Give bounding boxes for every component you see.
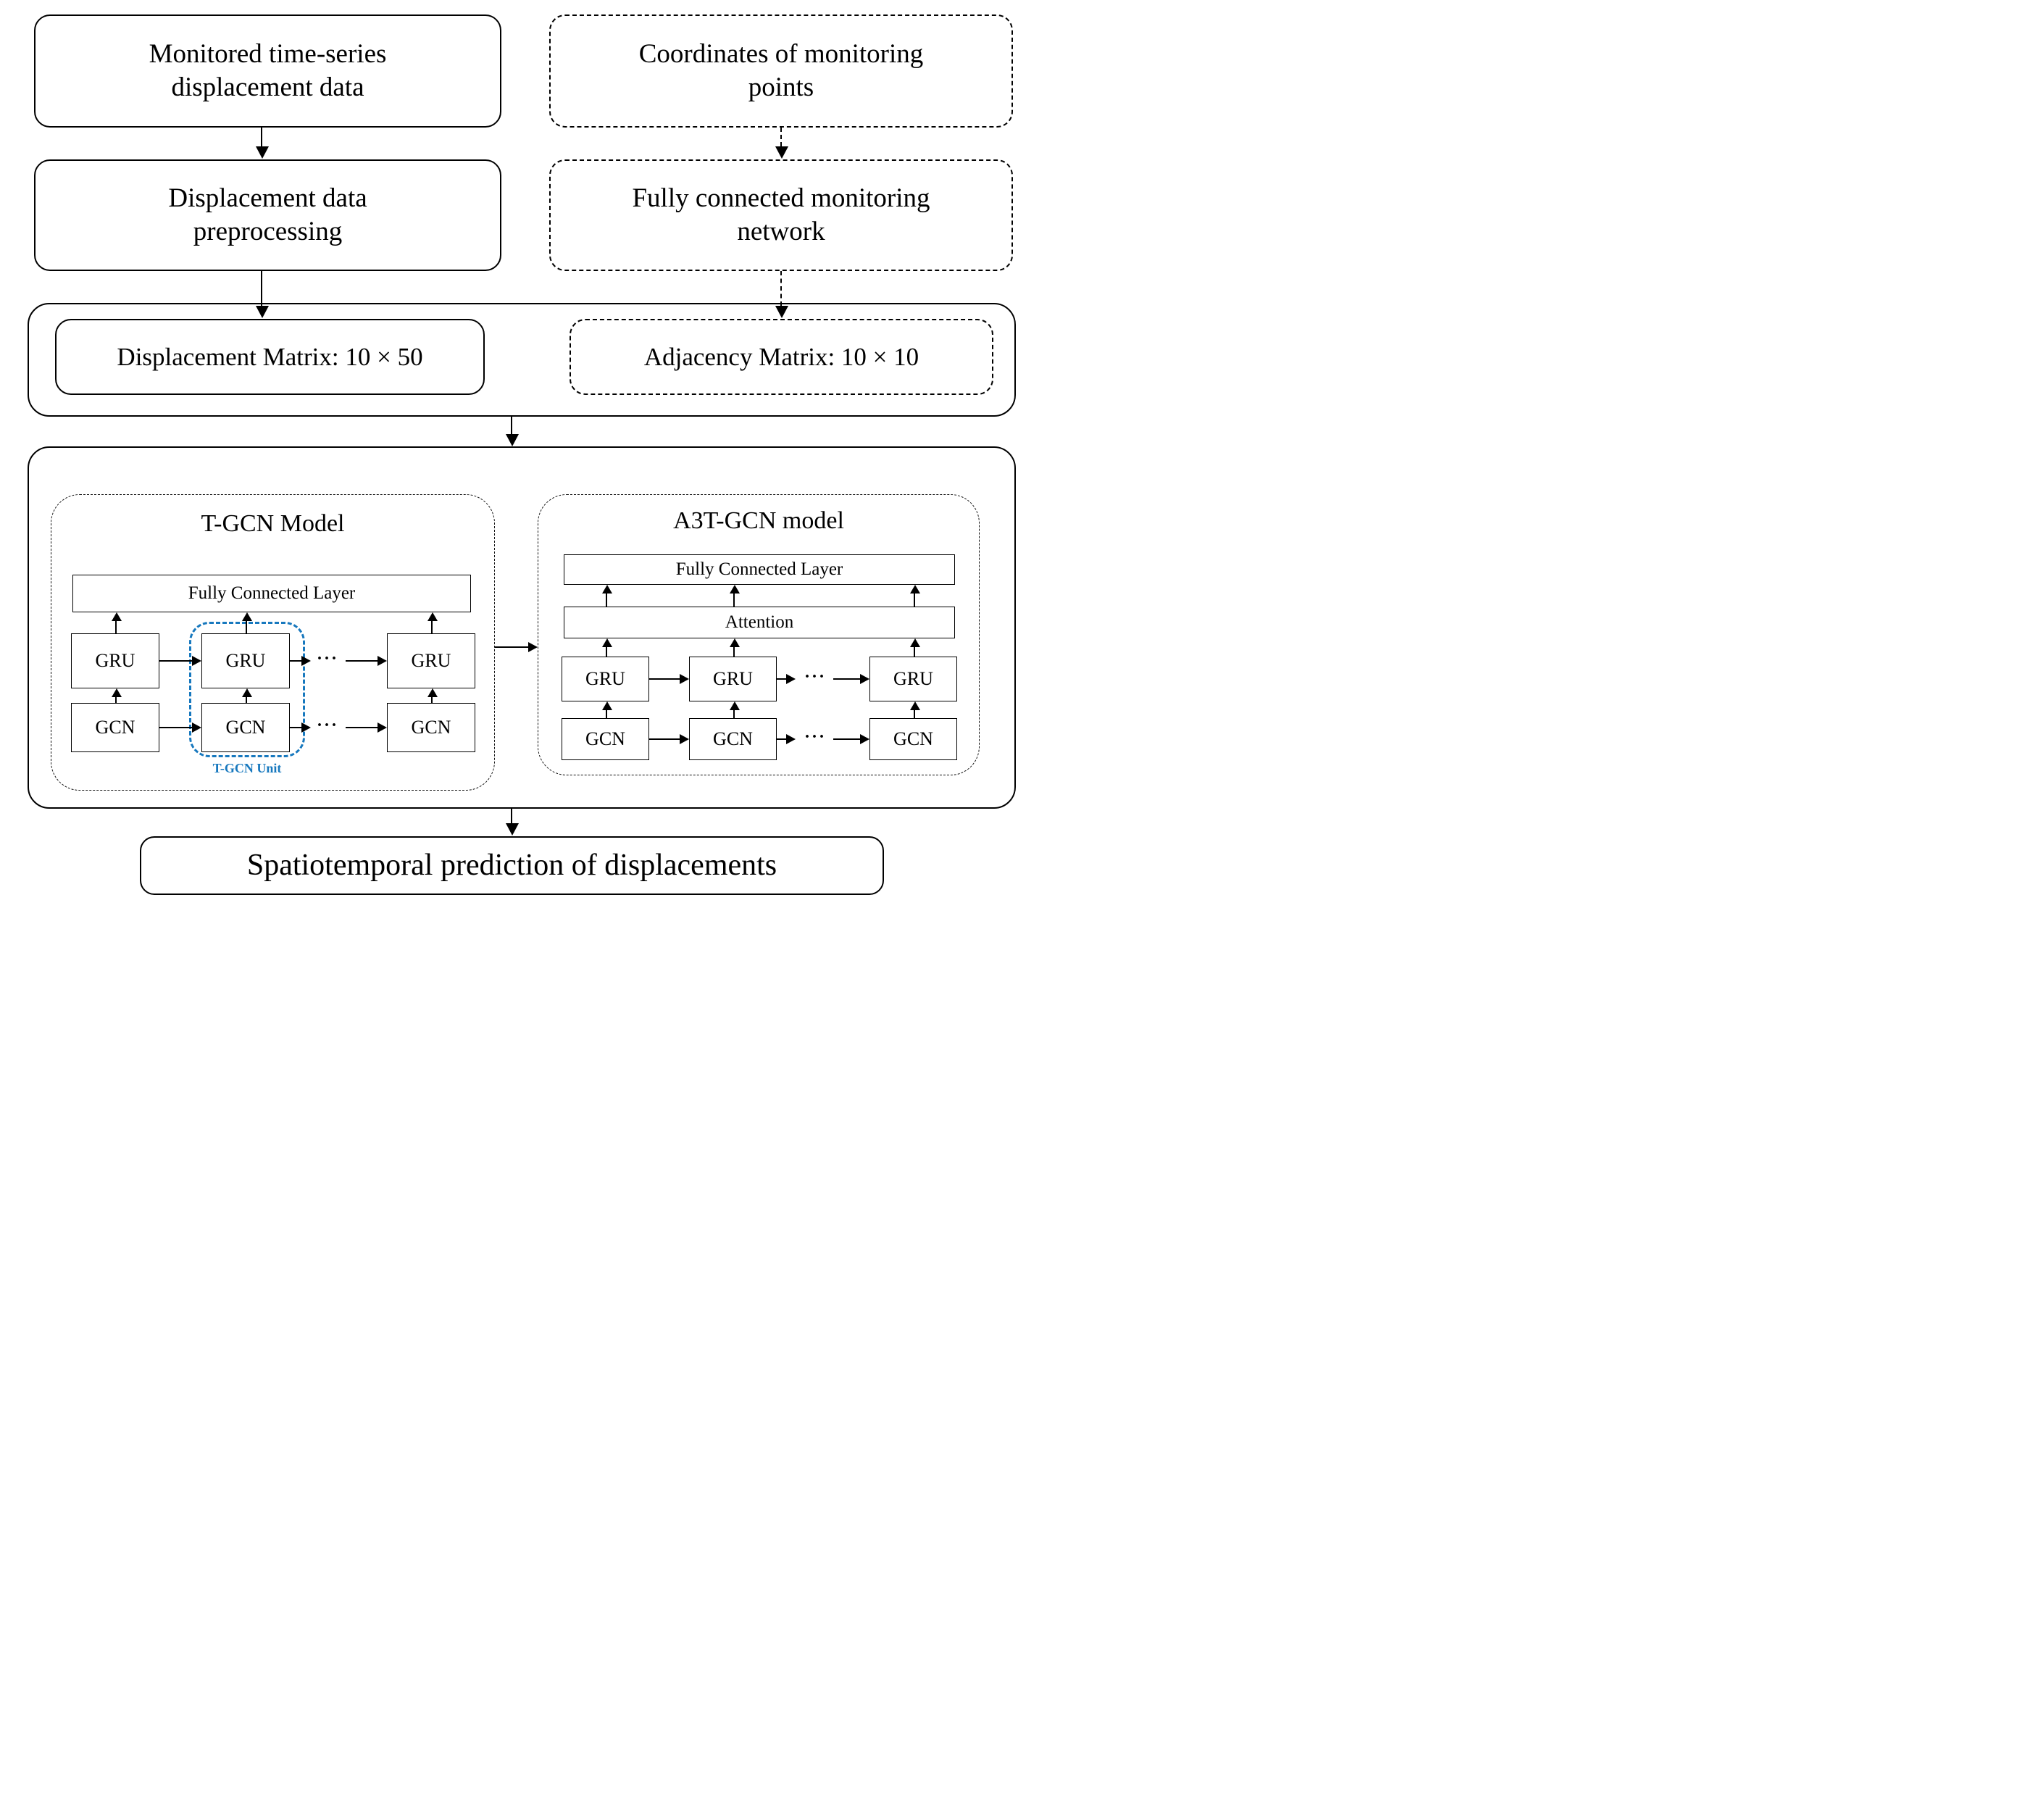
arrow-tgcn-gcn3-to-gru3	[427, 688, 438, 703]
arrow-tgcn-gru1-to-fc	[112, 612, 122, 633]
adjacency-matrix-label: Adjacency Matrix: 10 × 10	[643, 342, 919, 371]
arrow-tgcn-gcn1-to-gru1	[112, 688, 122, 703]
a3tgcn-model-title: A3T-GCN model	[673, 507, 844, 534]
gru-label: GRU	[411, 650, 451, 671]
output-label: Spatiotemporal prediction of displacemen…	[246, 849, 777, 883]
arrow-tgcn-gru3-to-fc	[427, 612, 438, 633]
tgcn-gru-1: GRU	[71, 633, 159, 688]
arrow-tgcn-to-a3tgcn	[495, 642, 538, 653]
a3tgcn-fc-label: Fully Connected Layer	[675, 559, 843, 579]
a3tgcn-gru-2: GRU	[689, 657, 777, 701]
monitoring-network-box: Fully connected monitoring network	[549, 159, 1013, 271]
arrow-preprocessing-to-displacement-matrix	[256, 271, 269, 318]
arrow-tgcn-gru2-to-fc	[242, 612, 252, 633]
a3tgcn-attention-layer: Attention	[564, 607, 955, 638]
arrow-a3t-dots-to-gcn3	[833, 734, 869, 745]
tgcn-gcn-ellipsis: ···	[316, 716, 338, 735]
gcn-label: GCN	[585, 728, 625, 749]
a3tgcn-attention-label: Attention	[725, 612, 794, 632]
gru-label: GRU	[95, 650, 135, 671]
arrow-network-to-adjacency-matrix	[775, 271, 788, 318]
arrow-tgcn-gru1-to-gru2	[159, 656, 201, 667]
gcn-label: GCN	[225, 717, 266, 738]
monitored-data-box: Monitored time-series displacement data	[34, 14, 501, 128]
coordinates-box: Coordinates of monitoring points	[549, 14, 1013, 128]
arrow-a3t-gcn1-to-gru1	[602, 701, 612, 718]
arrow-a3t-gru3-to-attention	[910, 638, 920, 657]
tgcn-fully-connected-layer: Fully Connected Layer	[72, 575, 471, 612]
gcn-label: GCN	[713, 728, 753, 749]
arrow-a3t-gru1-to-gru2	[649, 674, 689, 685]
tgcn-model-container	[51, 494, 495, 791]
a3tgcn-fully-connected-layer: Fully Connected Layer	[564, 554, 955, 585]
arrow-a3t-attention-to-fc-3	[910, 585, 920, 607]
gcn-label: GCN	[411, 717, 451, 738]
a3tgcn-gcn-3: GCN	[869, 718, 957, 760]
gru-label: GRU	[713, 668, 753, 689]
coordinates-label: Coordinates of monitoring points	[638, 38, 924, 102]
arrow-coordinates-to-network	[775, 128, 788, 159]
arrow-matrices-to-models	[506, 417, 519, 446]
tgcn-gcn-2: GCN	[201, 703, 290, 752]
a3tgcn-gcn-2: GCN	[689, 718, 777, 760]
arrow-a3t-gcn1-to-gcn2	[649, 734, 689, 745]
monitored-data-label: Monitored time-series displacement data	[149, 38, 387, 102]
arrow-tgcn-gcn2-to-dots	[290, 722, 311, 733]
gru-label: GRU	[225, 650, 266, 671]
tgcn-model-title: T-GCN Model	[201, 510, 345, 537]
adjacency-matrix-box: Adjacency Matrix: 10 × 10	[570, 319, 993, 395]
arrow-tgcn-gcn2-to-gru2	[242, 688, 252, 703]
gru-label: GRU	[585, 668, 625, 689]
a3tgcn-gcn-ellipsis: ···	[804, 728, 826, 746]
arrow-a3t-gru1-to-attention	[602, 638, 612, 657]
preprocessing-label: Displacement data preprocessing	[168, 183, 367, 246]
a3tgcn-gcn-1: GCN	[562, 718, 649, 760]
arrow-models-to-output	[506, 809, 519, 836]
arrow-tgcn-dots-to-gru3	[346, 656, 387, 667]
displacement-matrix-box: Displacement Matrix: 10 × 50	[55, 319, 485, 395]
tgcn-gcn-1: GCN	[71, 703, 159, 752]
a3tgcn-gru-1: GRU	[562, 657, 649, 701]
tgcn-gcn-3: GCN	[387, 703, 475, 752]
tgcn-unit-label: T-GCN Unit	[212, 761, 282, 775]
arrow-a3t-gcn2-to-dots	[777, 734, 796, 745]
arrow-a3t-gcn3-to-gru3	[910, 701, 920, 718]
arrow-a3t-gru2-to-attention	[730, 638, 740, 657]
tgcn-unit-outline	[189, 622, 305, 757]
tgcn-gru-2: GRU	[201, 633, 290, 688]
tgcn-gru-ellipsis: ···	[316, 649, 338, 668]
arrow-tgcn-gru2-to-dots	[290, 656, 311, 667]
arrow-a3t-gcn2-to-gru2	[730, 701, 740, 718]
gru-label: GRU	[893, 668, 933, 689]
flowchart-diagram: Monitored time-series displacement data …	[0, 0, 1022, 908]
arrow-tgcn-dots-to-gcn3	[346, 722, 387, 733]
gcn-label: GCN	[893, 728, 933, 749]
output-box: Spatiotemporal prediction of displacemen…	[140, 836, 884, 895]
preprocessing-box: Displacement data preprocessing	[34, 159, 501, 271]
arrow-tgcn-gcn1-to-gcn2	[159, 722, 201, 733]
arrow-a3t-attention-to-fc-1	[602, 585, 612, 607]
a3tgcn-model-container	[538, 494, 980, 775]
a3tgcn-gru-ellipsis: ···	[804, 667, 826, 686]
arrow-a3t-attention-to-fc-2	[730, 585, 740, 607]
arrow-monitored-to-preprocessing	[256, 128, 269, 159]
displacement-matrix-label: Displacement Matrix: 10 × 50	[117, 342, 423, 371]
gcn-label: GCN	[95, 717, 135, 738]
arrow-a3t-dots-to-gru3	[833, 674, 869, 685]
tgcn-fc-label: Fully Connected Layer	[188, 583, 356, 603]
tgcn-gru-3: GRU	[387, 633, 475, 688]
monitoring-network-label: Fully connected monitoring network	[632, 183, 930, 246]
a3tgcn-gru-3: GRU	[869, 657, 957, 701]
arrow-a3t-gru2-to-dots	[777, 674, 796, 685]
